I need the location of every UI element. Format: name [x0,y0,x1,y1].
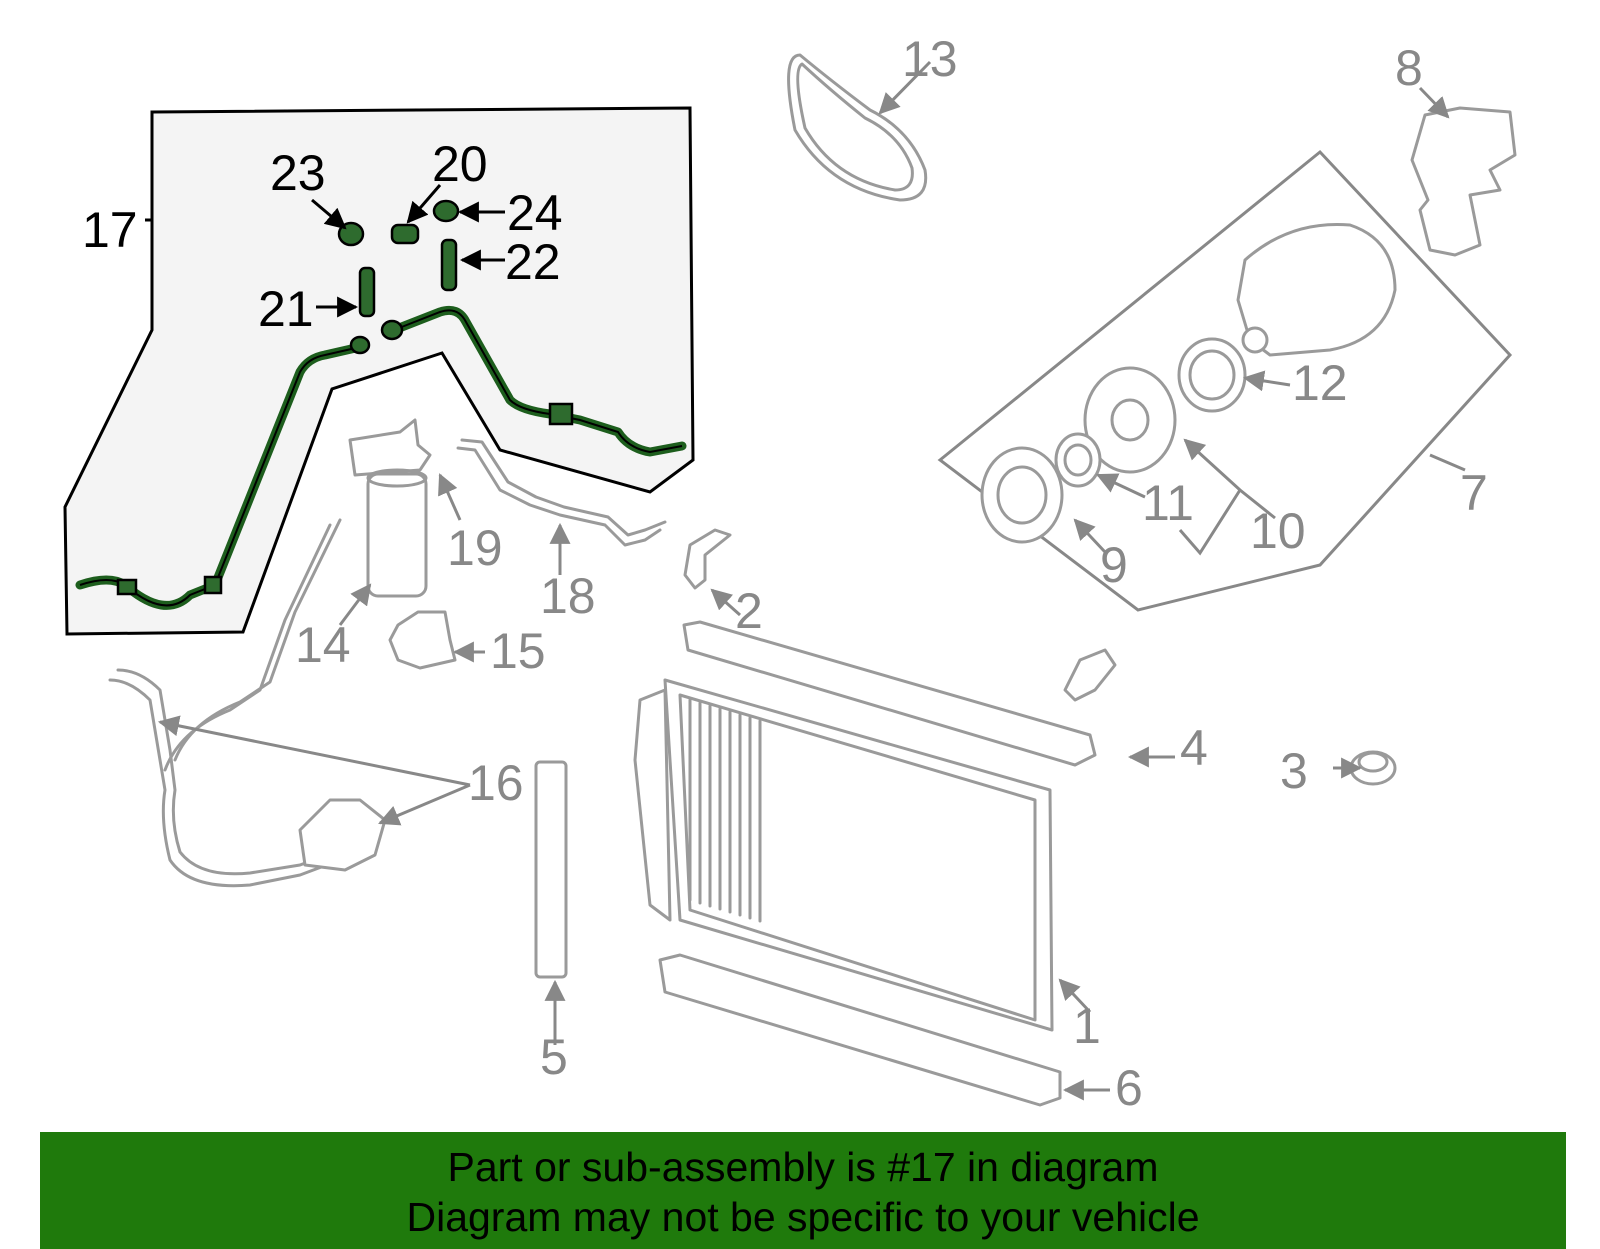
bracket-15 [388,610,457,670]
label-11: 11 [1142,475,1194,531]
bracket-4b [1063,648,1117,702]
drive-belt-13 [787,53,928,202]
valve-21 [358,266,376,318]
label-4: 4 [1180,720,1208,776]
valve-20 [390,223,420,245]
label-5: 5 [540,1029,568,1085]
bearing-11 [1054,432,1102,488]
label-10: 10 [1250,503,1306,559]
compressor [1236,222,1397,357]
label-17: 17 [82,202,138,258]
pulley-10 [1083,366,1177,474]
label-1: 1 [1073,998,1101,1054]
parts-diagram: 1 2 3 4 5 6 7 8 9 10 11 12 13 14 15 16 1… [63,31,1517,1116]
label-16: 16 [468,755,524,811]
clutch-coil-12 [1177,337,1247,413]
bracket-8 [1410,106,1517,257]
seal-5 [534,760,568,979]
label-14: 14 [295,617,351,673]
banner-line-2: Diagram may not be specific to your vehi… [406,1194,1200,1240]
hose-16 [108,678,342,888]
label-13: 13 [902,31,958,87]
info-banner: Part or sub-assembly is #17 in diagram D… [40,1132,1566,1249]
seal-4 [682,620,1097,767]
hose-18 [456,446,662,547]
label-8: 8 [1395,40,1423,96]
label-24: 24 [507,185,563,241]
label-21: 21 [258,281,314,337]
label-19: 19 [447,520,503,576]
label-7: 7 [1460,465,1488,521]
banner-line-1: Part or sub-assembly is #17 in diagram [447,1144,1159,1190]
receiver-dryer-14 [366,468,428,598]
bracket-2 [683,528,732,590]
label-23: 23 [270,145,326,201]
clutch-hub-9 [980,446,1064,544]
callout-numbers: 1 2 3 4 5 6 7 8 9 10 11 12 13 14 15 16 1… [82,31,1488,1116]
hose-assembly-17 [75,305,687,610]
nut-24 [432,199,460,223]
label-9: 9 [1100,537,1128,593]
label-2: 2 [735,583,763,639]
label-20: 20 [432,136,488,192]
label-15: 15 [490,623,546,679]
label-12: 12 [1292,355,1348,411]
label-3: 3 [1280,743,1308,799]
label-22: 22 [505,234,561,290]
receiver-mount-19 [348,418,432,477]
label-18: 18 [540,568,596,624]
assembly-17-box [63,106,695,636]
valve-22 [440,238,458,292]
leader-lines [157,60,1466,1101]
condenser-1 [633,678,1054,1032]
label-6: 6 [1115,1060,1143,1116]
baffle-6 [658,953,1062,1107]
